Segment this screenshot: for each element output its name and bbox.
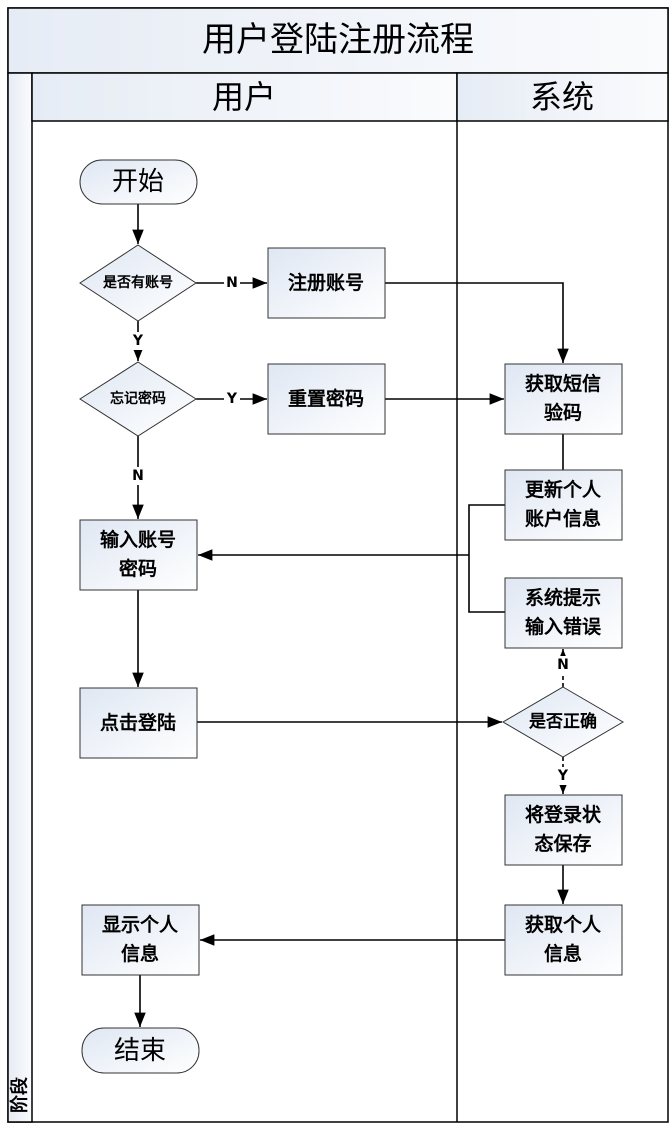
svg-text:获取个人: 获取个人 — [525, 913, 602, 936]
svg-text:结束: 结束 — [114, 1036, 166, 1066]
svg-text:输入账号: 输入账号 — [100, 528, 176, 551]
node-reset-password: 重置密码 — [267, 363, 386, 435]
node-input-error: 系统提示 输入错误 — [504, 577, 623, 649]
svg-text:重置密码: 重置密码 — [288, 387, 364, 410]
svg-text:注册账号: 注册账号 — [288, 271, 364, 294]
svg-text:开始: 开始 — [112, 167, 164, 197]
decision-has-account: 是否有账号 — [79, 244, 197, 322]
node-update-account: 更新个人 账户信息 — [504, 469, 623, 541]
edge-label-no: N — [132, 468, 144, 484]
svg-text:是否正确: 是否正确 — [529, 711, 597, 732]
edge-label-no: N — [226, 275, 238, 291]
node-get-sms-code: 获取短信 验码 — [504, 363, 623, 435]
lane-system-label: 系统 — [530, 78, 594, 116]
svg-text:输入错误: 输入错误 — [525, 615, 602, 638]
svg-text:点击登陆: 点击登陆 — [100, 711, 176, 734]
phase-label: 阶段 — [9, 1076, 31, 1113]
decision-is-correct: 是否正确 — [502, 686, 624, 758]
svg-text:是否有账号: 是否有账号 — [103, 274, 173, 291]
svg-text:将登录状: 将登录状 — [525, 803, 602, 826]
node-input-credentials: 输入账号 密码 — [79, 519, 198, 591]
line-update-error-bracket — [468, 504, 505, 613]
node-save-login-state: 将登录状 态保存 — [504, 794, 623, 866]
svg-text:态保存: 态保存 — [534, 832, 591, 855]
svg-text:忘记密码: 忘记密码 — [110, 390, 166, 407]
svg-text:系统提示: 系统提示 — [525, 586, 601, 609]
svg-text:显示个人: 显示个人 — [102, 914, 179, 936]
edge-labels: N Y Y N N Y — [130, 274, 571, 785]
svg-text:获取短信: 获取短信 — [525, 372, 601, 395]
node-end: 结束 — [81, 1027, 200, 1074]
svg-text:账户信息: 账户信息 — [525, 507, 601, 530]
node-fetch-info: 获取个人 信息 — [504, 904, 623, 976]
node-click-login: 点击登陆 — [79, 687, 198, 759]
node-show-info: 显示个人 信息 — [81, 904, 200, 976]
svg-text:信息: 信息 — [121, 942, 159, 965]
svg-text:信息: 信息 — [544, 942, 582, 965]
decision-forgot-password: 忘记密码 — [79, 361, 197, 437]
node-register: 注册账号 — [267, 247, 386, 319]
arrow-register-to-sms — [385, 282, 569, 363]
edge-label-no: N — [557, 657, 569, 673]
edge-label-yes: Y — [132, 333, 144, 349]
edge-label-yes: Y — [226, 391, 238, 407]
svg-text:更新个人: 更新个人 — [525, 478, 602, 501]
node-start: 开始 — [79, 159, 198, 205]
lane-user-label: 用户 — [212, 78, 276, 116]
edge-label-yes: Y — [557, 768, 569, 784]
svg-text:验码: 验码 — [544, 401, 582, 424]
diagram-title: 用户登陆注册流程 — [202, 20, 474, 60]
svg-text:密码: 密码 — [119, 557, 157, 580]
